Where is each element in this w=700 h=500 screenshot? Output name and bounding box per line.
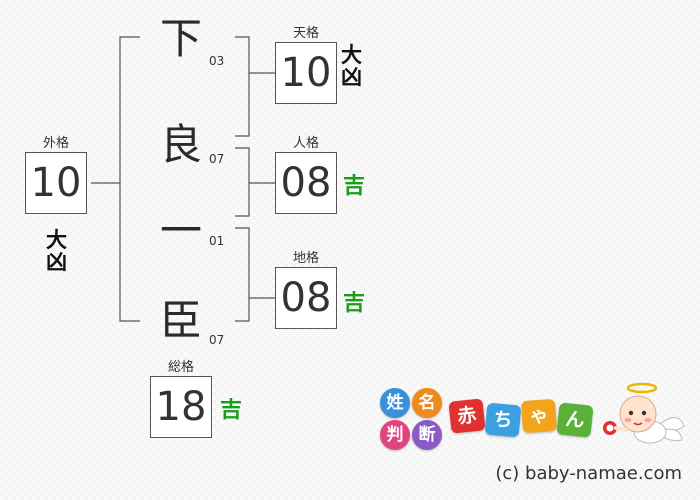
- name-char-1: 下: [159, 14, 202, 63]
- name-char-2: 良: [159, 120, 202, 169]
- copyright-text: (c) baby-namae.com: [495, 463, 682, 484]
- tenkaku-luck: 大凶: [341, 43, 362, 89]
- stroke-count-2: 07: [209, 152, 225, 166]
- logo-tile-4: 断: [412, 420, 442, 450]
- soukaku-label: 総格: [167, 360, 194, 375]
- logo-tile-5: 赤: [448, 398, 486, 434]
- logo-tile-1: 姓: [380, 388, 410, 418]
- jinkaku-luck: 吉: [343, 174, 366, 199]
- soukaku-box: 18: [150, 376, 212, 438]
- stroke-count-4: 07: [209, 333, 225, 347]
- logo-tile-6: ち: [484, 402, 522, 438]
- chikaku-label: 地格: [292, 251, 319, 266]
- baby-angel-icon: [603, 382, 685, 444]
- name-char-3: 一: [159, 206, 202, 255]
- name-char-4: 臣: [159, 296, 202, 345]
- soukaku-luck: 吉: [220, 398, 243, 423]
- stroke-count-1: 03: [209, 54, 225, 68]
- logo-tile-7: ゃ: [520, 398, 558, 434]
- chikaku-box: 08: [275, 267, 337, 329]
- logo-tile-3: 判: [380, 420, 410, 450]
- site-logo: 姓 名 判 断 赤 ち ゃ ん: [378, 380, 688, 450]
- gaikaku-luck: 大凶: [46, 228, 67, 274]
- gaikaku-box: 10: [25, 152, 87, 214]
- logo-tile-8: ん: [556, 402, 594, 438]
- tenkaku-label: 天格: [292, 26, 319, 41]
- tenkaku-box: 10: [275, 42, 337, 104]
- jinkaku-label: 人格: [292, 136, 319, 151]
- gaikaku-label: 外格: [42, 136, 69, 151]
- jinkaku-box: 08: [275, 152, 337, 214]
- chikaku-luck: 吉: [343, 291, 366, 316]
- logo-tile-2: 名: [412, 388, 442, 418]
- stroke-count-3: 01: [209, 234, 225, 248]
